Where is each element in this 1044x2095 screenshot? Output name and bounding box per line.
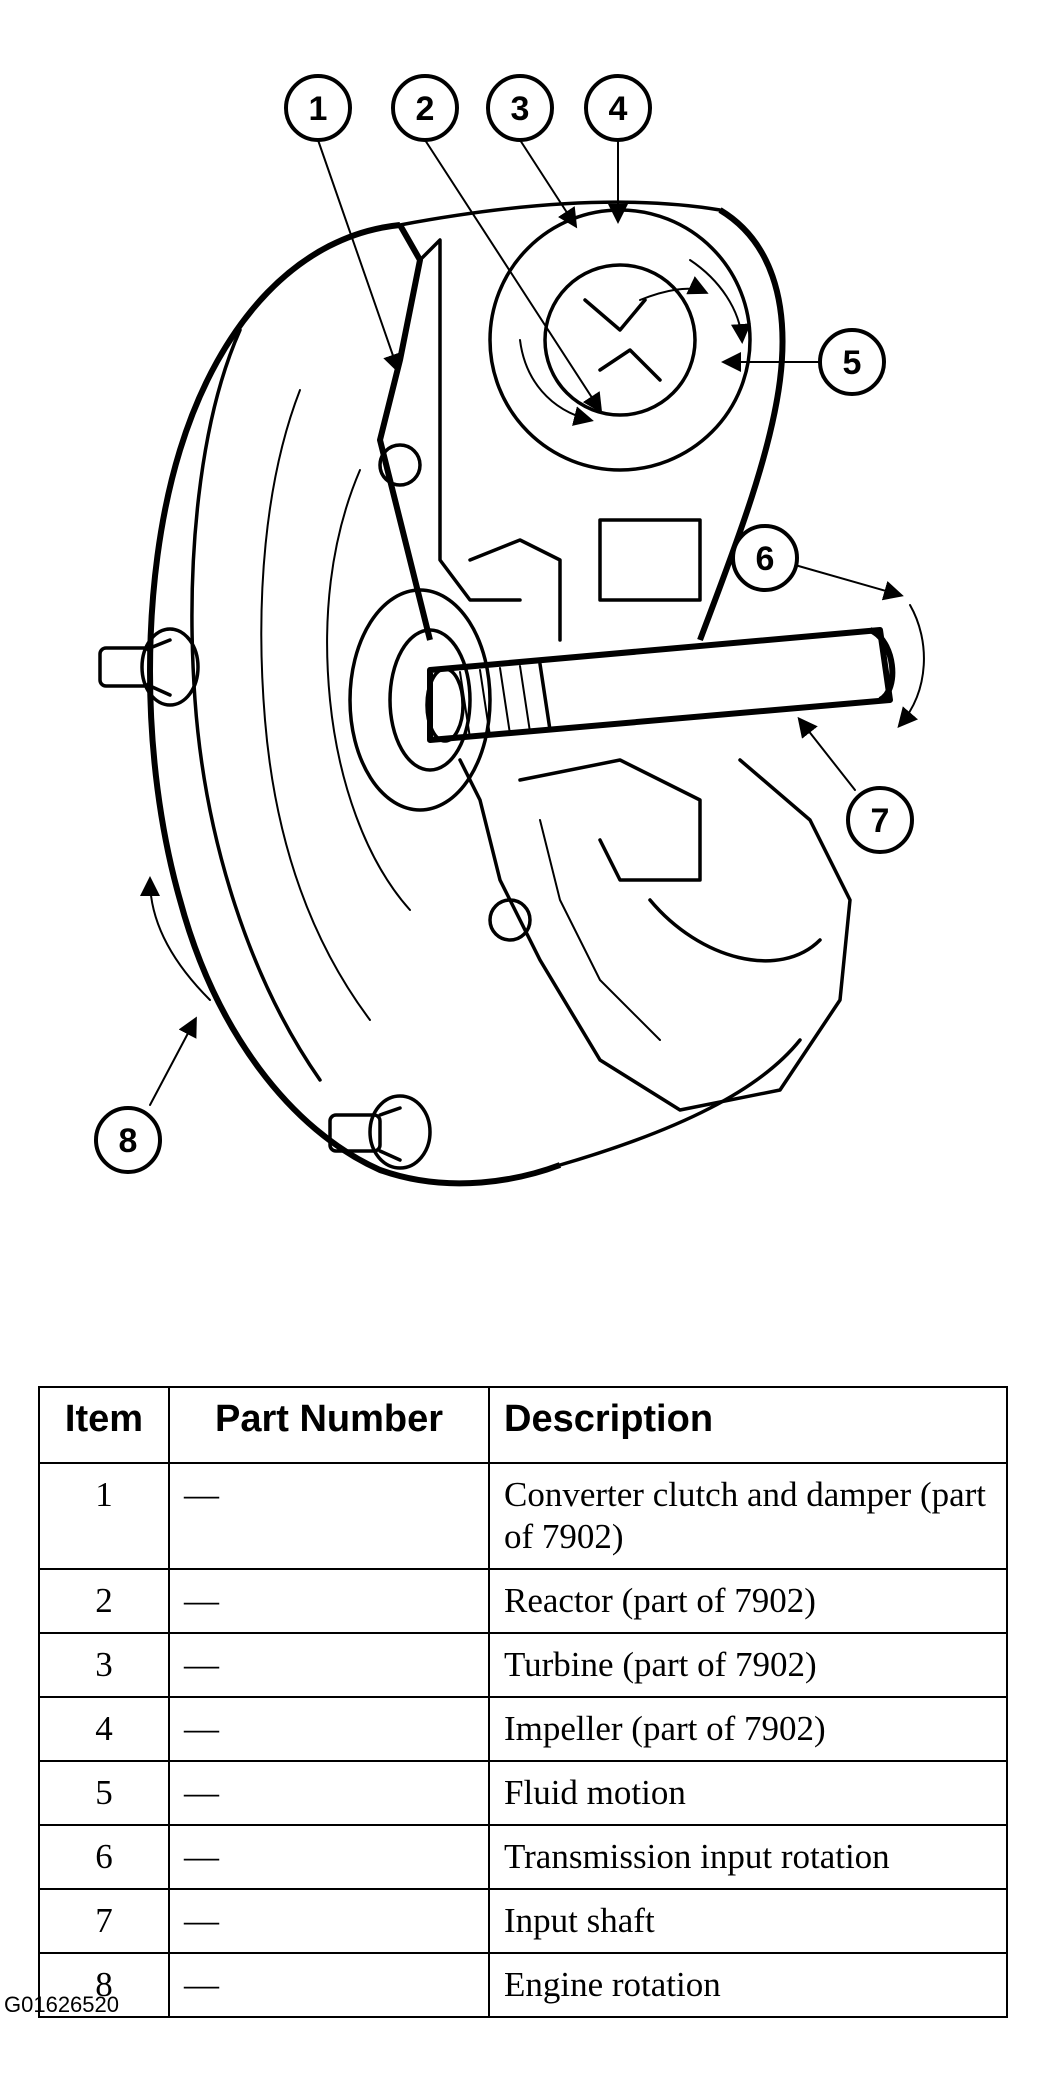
cell-part-number: — bbox=[168, 1696, 490, 1762]
callout-1: 1 bbox=[284, 74, 352, 142]
callout-8: 8 bbox=[94, 1106, 162, 1174]
cell-item: 4 bbox=[38, 1696, 170, 1762]
cell-part-number: — bbox=[168, 1568, 490, 1634]
figure-code: G01626520 bbox=[4, 1992, 119, 2017]
leader-lines bbox=[149, 139, 904, 1106]
callout-5: 5 bbox=[818, 328, 886, 396]
svg-text:8: 8 bbox=[119, 1122, 138, 1160]
turbine-impeller-rings bbox=[488, 208, 752, 472]
torque-converter-illustration: 1 2 3 4 5 6 7 8 bbox=[94, 74, 925, 1187]
table-row: 6 — Transmission input rotation bbox=[38, 1824, 1008, 1890]
table-row: 1 — Converter clutch and damper (part of… bbox=[38, 1462, 1008, 1570]
parts-table: Item Part Number Description 1 — Convert… bbox=[38, 1386, 1008, 2018]
cell-part-number: — bbox=[168, 1888, 490, 1954]
cutaway-section bbox=[377, 207, 852, 1112]
svg-text:6: 6 bbox=[756, 540, 775, 578]
svg-text:7: 7 bbox=[871, 802, 890, 840]
cell-description: Engine rotation bbox=[488, 1952, 1008, 2018]
svg-text:3: 3 bbox=[511, 90, 530, 128]
cell-part-number: — bbox=[168, 1760, 490, 1826]
cell-part-number: — bbox=[168, 1824, 490, 1890]
svg-text:1: 1 bbox=[309, 90, 328, 128]
cell-description: Reactor (part of 7902) bbox=[488, 1568, 1008, 1634]
table-row: 7 — Input shaft bbox=[38, 1888, 1008, 1954]
cell-part-number: — bbox=[168, 1952, 490, 2018]
cell-item: 2 bbox=[38, 1568, 170, 1634]
cell-item: 1 bbox=[38, 1462, 170, 1570]
cell-part-number: — bbox=[168, 1462, 490, 1570]
table-row: 3 — Turbine (part of 7902) bbox=[38, 1632, 1008, 1698]
svg-text:5: 5 bbox=[843, 344, 862, 382]
cell-description: Impeller (part of 7902) bbox=[488, 1696, 1008, 1762]
cell-description: Input shaft bbox=[488, 1888, 1008, 1954]
table-row: 4 — Impeller (part of 7902) bbox=[38, 1696, 1008, 1762]
cell-item: 7 bbox=[38, 1888, 170, 1954]
cell-item: 8 bbox=[38, 1952, 170, 2018]
callout-7: 7 bbox=[846, 786, 914, 854]
cell-part-number: — bbox=[168, 1632, 490, 1698]
cell-item: 6 bbox=[38, 1824, 170, 1890]
cell-item: 5 bbox=[38, 1760, 170, 1826]
table-row: 5 — Fluid motion bbox=[38, 1760, 1008, 1826]
table-header-row: Item Part Number Description bbox=[38, 1386, 1008, 1464]
input-shaft bbox=[425, 627, 896, 743]
callout-6: 6 bbox=[731, 524, 799, 592]
mounting-stud-upper bbox=[98, 627, 200, 707]
header-part-number: Part Number bbox=[168, 1386, 490, 1464]
converter-housing bbox=[147, 200, 802, 1187]
cell-description: Fluid motion bbox=[488, 1760, 1008, 1826]
cell-description: Converter clutch and damper (part of 790… bbox=[488, 1462, 1008, 1570]
rotation-arrows bbox=[140, 604, 925, 1001]
cell-item: 3 bbox=[38, 1632, 170, 1698]
callout-2: 2 bbox=[391, 74, 459, 142]
callout-4: 4 bbox=[584, 74, 652, 142]
cell-description: Transmission input rotation bbox=[488, 1824, 1008, 1890]
mounting-stud-lower bbox=[328, 1094, 432, 1170]
table-row: 8 — Engine rotation bbox=[38, 1952, 1008, 2018]
header-description: Description bbox=[488, 1386, 1008, 1464]
svg-text:4: 4 bbox=[609, 90, 628, 128]
callout-3: 3 bbox=[486, 74, 554, 142]
table-row: 2 — Reactor (part of 7902) bbox=[38, 1568, 1008, 1634]
header-item: Item bbox=[38, 1386, 170, 1464]
cell-description: Turbine (part of 7902) bbox=[488, 1632, 1008, 1698]
svg-text:2: 2 bbox=[416, 90, 435, 128]
